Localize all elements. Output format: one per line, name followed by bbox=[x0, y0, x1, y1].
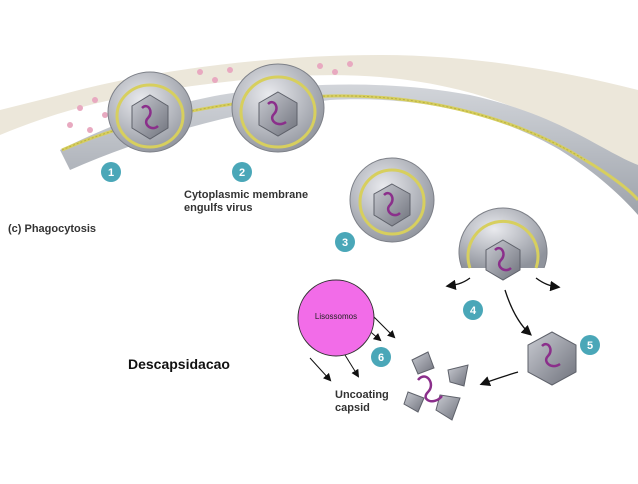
step-number-3: 3 bbox=[342, 237, 348, 249]
step-number-2: 2 bbox=[239, 167, 245, 179]
caption-engulf-line-2: engulfs virus bbox=[184, 202, 252, 214]
cytoplasm bbox=[60, 84, 638, 216]
stage-5-capsid bbox=[527, 331, 577, 386]
step-badges: 1 2 3 4 5 6 bbox=[101, 162, 600, 367]
caption-uncoat-line-1: Uncoating bbox=[335, 389, 389, 401]
lysosome-circle bbox=[297, 279, 375, 357]
caption-engulf-line-1: Cytoplasmic membrane bbox=[184, 189, 308, 201]
title-overlay: Descapsidacao bbox=[128, 356, 230, 372]
caption-uncoat-line-2: capsid bbox=[335, 402, 370, 414]
stage-6-uncoating bbox=[403, 351, 469, 421]
process-arrows bbox=[445, 277, 561, 387]
step-number-1: 1 bbox=[108, 167, 114, 179]
stage-3-vesicle bbox=[349, 157, 435, 243]
panel-label: (c) Phagocytosis bbox=[8, 223, 96, 235]
stage-2-vesicle bbox=[231, 63, 325, 153]
step-number-6: 6 bbox=[378, 352, 384, 364]
lysosome-label: Lisossomos bbox=[314, 312, 358, 321]
step-number-4: 4 bbox=[470, 305, 477, 317]
step-number-5: 5 bbox=[587, 340, 593, 352]
stage-1-vesicle bbox=[107, 71, 193, 153]
stage-4-vesicle bbox=[458, 207, 548, 281]
